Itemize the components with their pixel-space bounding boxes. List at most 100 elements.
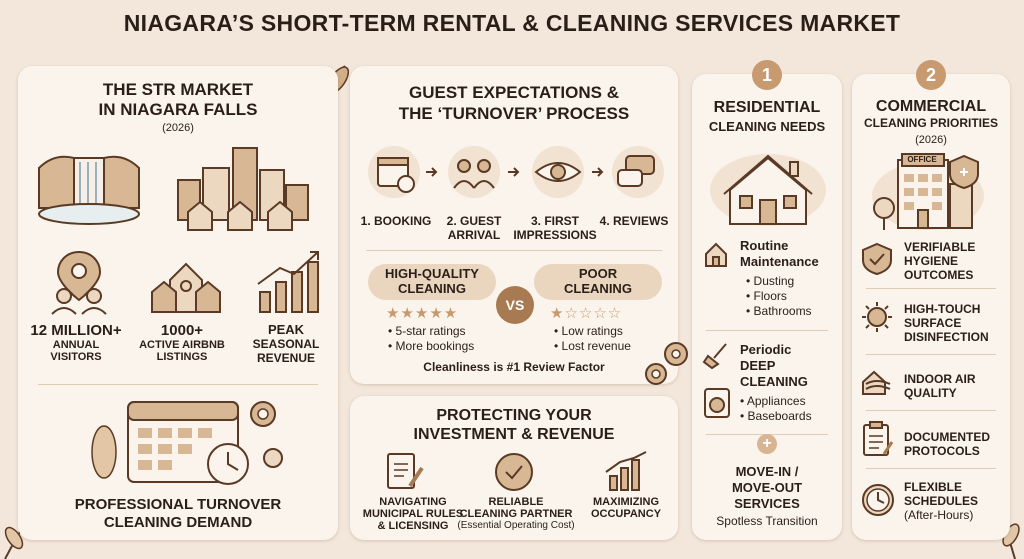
protect-partner-line2: CLEANING PARTNER (459, 508, 573, 520)
poor-cleaning-stars: ★☆☆☆☆ (550, 305, 623, 322)
str-heading-line2: IN NIAGARA FALLS (98, 100, 258, 119)
protect-icons (387, 451, 647, 491)
schedules-line1: FLEXIBLE (904, 480, 963, 494)
waterfall-icon (38, 155, 140, 225)
poor-cleaning-label-1: POOR (578, 266, 618, 281)
guest-heading-line2: THE ‘TURNOVER’ PROCESS (398, 104, 630, 123)
gears-icon (645, 342, 688, 385)
routine-bullet-bathrooms: • Bathrooms (746, 304, 812, 318)
washing-machine-icon (704, 388, 730, 418)
stat-listings: 1000+ ACTIVE AIRBNB LISTINGS (130, 322, 234, 363)
stat-revenue-value: PEAK (267, 322, 305, 337)
residential-house-icon (710, 154, 826, 226)
demand-line2: CLEANING DEMAND (103, 514, 253, 531)
step-arrival-label-2: ARRIVAL (447, 228, 501, 242)
revenue-growth-chart-icon (257, 251, 319, 313)
commercial-heading-line2: CLEANING PRIORITIES (863, 116, 998, 130)
schedules-line3: (After-Hours) (904, 508, 974, 522)
commercial-number-badge: 2 (916, 60, 946, 90)
commercial-item-protocols: DOCUMENTED PROTOCOLS (904, 430, 990, 458)
poor-cleaning-pill: POOR CLEANING (534, 264, 662, 300)
protect-rules-line1: NAVIGATING (379, 496, 447, 508)
high-bullet-bookings: • More bookings (388, 339, 475, 353)
move-line1: MOVE-IN / (735, 464, 799, 479)
turnover-process-icons (368, 146, 664, 198)
commercial-item-disinfection: HIGH-TOUCH SURFACE DISINFECTION (904, 302, 989, 344)
booking-calendar-icon (368, 146, 420, 198)
move-subtitle: Spotless Transition (716, 514, 818, 528)
protect-rules-line3: & LICENSING (377, 520, 449, 532)
commercial-heading-line1: COMMERCIAL (875, 98, 987, 115)
str-market-panel: THE STR MARKET IN NIAGARA FALLS (2026) (18, 66, 338, 540)
hygiene-line3: OUTCOMES (904, 268, 974, 282)
routine-bullets: • Dusting • Floors • Bathrooms (746, 274, 812, 319)
residential-heading-line1: RESIDENTIAL (713, 99, 821, 116)
commercial-item-schedules: FLEXIBLE SCHEDULES (After-Hours) (904, 480, 978, 522)
stat-listings-label-2: LISTINGS (156, 351, 208, 363)
protecting-investment-panel: PROTECTING YOUR INVESTMENT & REVENUE NAV… (350, 396, 678, 540)
document-pen-icon (387, 453, 424, 489)
office-building-icon (872, 153, 984, 230)
move-line3: SERVICES (734, 496, 800, 511)
poor-cleaning-bullets: • Low ratings • Lost revenue (554, 324, 631, 354)
protect-occupancy-line1: MAXIMIZING (593, 496, 659, 508)
step-arrival: 2. GUEST ARRIVAL (432, 214, 516, 242)
periodic-bullet-baseboards: • Baseboards (740, 409, 812, 423)
protocols-line1: DOCUMENTED (904, 430, 990, 444)
guest-expectations-panel: GUEST EXPECTATIONS & THE ‘TURNOVER’ PROC… (350, 66, 678, 384)
routine-title-line2: Maintenance (740, 254, 819, 269)
protect-partner-line3: (Essential Operating Cost) (457, 520, 575, 531)
periodic-bullet-appliances: • Appliances (740, 394, 806, 408)
protect-item-partner: RELIABLE CLEANING PARTNER (Essential Ope… (454, 496, 578, 532)
office-sign: OFFICE (907, 155, 937, 164)
occupancy-chart-icon (605, 451, 647, 491)
step-arrival-label-1: 2. GUEST (446, 214, 502, 228)
disinfection-line2: SURFACE (904, 316, 962, 330)
str-heading-line1: THE STR MARKET (102, 80, 254, 99)
vs-badge: VS (496, 286, 534, 324)
stat-visitors-label-2: VISITORS (50, 351, 102, 363)
disinfection-line3: DISINFECTION (904, 330, 989, 344)
routine-title: Routine Maintenance (740, 238, 819, 270)
visitors-pin-icon (51, 250, 107, 315)
air-quality-icon (862, 370, 891, 395)
routine-bullet-dusting: • Dusting (746, 274, 795, 288)
high-quality-stars: ★★★★★ (386, 305, 459, 322)
commercial-panel: 2 COMMERCIAL CLEANING PRIORITIES (2026) … (852, 60, 1010, 540)
hygiene-line1: VERIFIABLE (904, 240, 976, 254)
disinfection-line1: HIGH-TOUCH (904, 302, 981, 316)
shield-check-icon (862, 242, 892, 276)
air-line2: QUALITY (904, 386, 957, 400)
protect-partner-line1: RELIABLE (488, 496, 544, 508)
first-impressions-eye-icon (532, 146, 584, 198)
reviews-chat-icon (612, 146, 664, 198)
clock-icon (862, 484, 894, 516)
protect-heading-line2: INVESTMENT & REVENUE (413, 426, 615, 443)
stat-revenue-label-1: SEASONAL (252, 337, 320, 351)
high-quality-label-1: HIGH-QUALITY (385, 266, 479, 281)
step-reviews-label: 4. REVIEWS (599, 214, 669, 228)
stat-visitors: 12 MILLION+ ANNUAL VISITORS (24, 322, 128, 363)
commercial-item-air: INDOOR AIR QUALITY (904, 372, 976, 400)
str-year: (2026) (162, 122, 194, 134)
commercial-year: (2026) (915, 134, 947, 146)
residential-heading-line2: CLEANING NEEDS (708, 119, 826, 134)
step-impressions-label-2: IMPRESSIONS (513, 228, 597, 242)
stat-revenue: PEAK SEASONAL REVENUE (234, 322, 338, 365)
residential-panel: 1 RESIDENTIAL CLEANING NEEDS Routine Mai… (692, 60, 842, 540)
move-line2: MOVE-OUT (731, 480, 803, 495)
calendar-clock-icon (91, 401, 283, 485)
broom-icon (702, 343, 727, 370)
protect-rules-line2: MUNICIPAL RULES (362, 508, 464, 520)
commercial-item-hygiene: VERIFIABLE HYGIENE OUTCOMES (904, 240, 975, 282)
routine-title-line1: Routine (740, 238, 789, 253)
step-booking: 1. BOOKING (354, 214, 438, 228)
air-line1: INDOOR AIR (904, 372, 976, 386)
periodic-title-line3: CLEANING (740, 374, 808, 389)
poor-cleaning-label-2: CLEANING (564, 281, 632, 296)
protect-item-rules: NAVIGATING MUNICIPAL RULES & LICENSING (358, 496, 468, 532)
step-impressions-label-1: 3. FIRST (530, 214, 579, 228)
page-title: NIAGARA’S SHORT-TERM RENTAL & CLEANING S… (123, 10, 901, 36)
step-reviews: 4. REVIEWS (592, 214, 676, 228)
guest-arrival-icon (448, 146, 500, 198)
